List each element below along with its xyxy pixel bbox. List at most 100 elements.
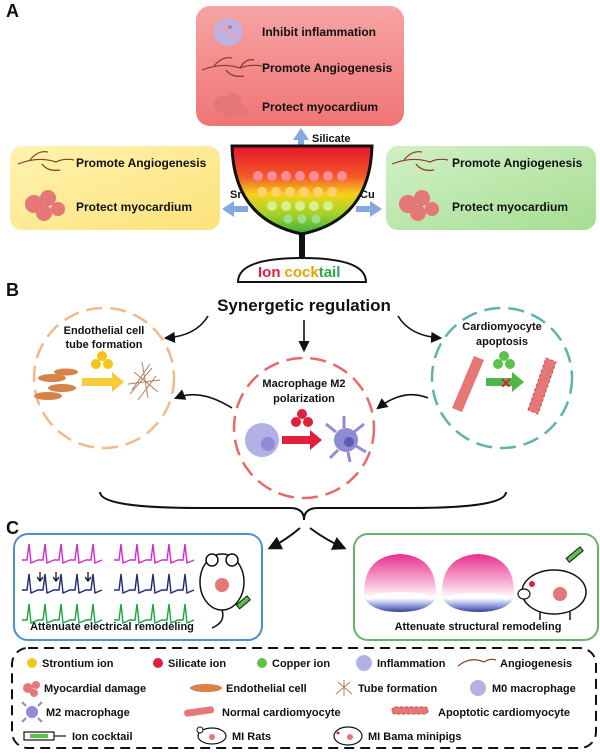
cup-label-ion: Ion: [258, 264, 281, 281]
m0-macrophage-icon: [470, 680, 486, 696]
strontium-ion-swatch: [27, 658, 37, 668]
legend-item: Apoptotic cardiomyocyte: [438, 707, 570, 719]
strontium-effects-box: Promote Angiogenesis Protect myocardium: [10, 146, 220, 230]
merge-bracket: [99, 491, 507, 550]
mi-minipig-icon: [333, 726, 363, 746]
inflammation-icon: [214, 18, 242, 46]
mi-minipig-icon: [517, 546, 587, 620]
ecg-trace-middle: [114, 573, 195, 595]
cardiomyocyte-label-1: Cardiomyocyte: [462, 321, 541, 333]
yellow-arrow: [82, 372, 124, 392]
silicate-ions: [291, 409, 313, 427]
right-item-1: Promote Angiogenesis: [452, 156, 583, 170]
heart-section-2: [441, 554, 515, 612]
copper-effects-box: Promote Angiogenesis Protect myocardium: [386, 146, 596, 230]
cardiomyocyte-label-2: apoptosis: [476, 336, 528, 348]
top-item-2: Promote Angiogenesis: [262, 61, 393, 75]
apoptotic-cardiomyocyte-icon: [391, 706, 429, 715]
right-item-2: Protect myocardium: [452, 200, 568, 214]
left-item-1: Promote Angiogenesis: [76, 156, 207, 170]
tube-formation-icon: [127, 361, 161, 401]
ecg-trace-middle: [22, 573, 103, 595]
legend-item: M0 macrophage: [492, 683, 576, 695]
cup-label-cock: cock: [285, 264, 320, 281]
electrical-remodeling-label: Attenuate electrical remodeling: [30, 621, 194, 633]
legend-item: Strontium ion: [42, 658, 114, 670]
sr-arrow: Sr: [222, 189, 248, 217]
structural-remodeling-label: Attenuate structural remodeling: [395, 621, 562, 633]
endothelial-label-2: tube formation: [66, 339, 143, 351]
silicate-effects-box: Inhibit inflammation Promote Angiogenesi…: [196, 6, 404, 126]
endothelial-label-1: Endothelial cell: [64, 325, 145, 337]
myocardium-icon: [214, 93, 248, 119]
legend-item: M2 macrophage: [46, 707, 130, 719]
legend-item: Copper ion: [272, 658, 330, 670]
synergy-arrows: [163, 315, 443, 410]
myocardium-icon: [399, 190, 439, 221]
legend-item: Angiogenesis: [500, 658, 572, 670]
cardiomyocyte-circle: Cardiomyocyte apoptosis ✕: [430, 306, 574, 450]
myocardial-damage-icon: [23, 681, 40, 697]
ecg-trace-top: [114, 543, 195, 565]
angiogenesis-icon: [391, 151, 449, 171]
heart-section-1: [363, 554, 437, 612]
macrophage-label-2: polarization: [273, 393, 335, 405]
green-arrow: [486, 372, 524, 392]
m2-macrophage-icon: [325, 416, 367, 463]
panel-a-letter: A: [6, 1, 19, 21]
endothelial-cell-icon: [190, 684, 222, 692]
macrophage-label-1: Macrophage M2: [262, 378, 345, 390]
legend-item: Endothelial cell: [226, 683, 307, 695]
angiogenesis-icon: [201, 57, 263, 77]
ecg-trace-bottom: [114, 603, 195, 625]
copper-ions: [493, 351, 515, 369]
left-item-2: Protect myocardium: [76, 200, 192, 214]
legend-item: Normal cardiomyocyte: [222, 707, 341, 719]
structural-remodeling-box: Attenuate structural remodeling: [353, 533, 599, 641]
panel-b-letter: B: [6, 280, 19, 300]
legend-item: Silicate ion: [168, 658, 226, 670]
block-x-icon: ✕: [500, 375, 512, 391]
strontium-ions: [91, 351, 113, 369]
cu-arrow-label: Cu: [360, 189, 375, 201]
silicate-ion-swatch: [153, 658, 163, 668]
cu-arrow: Cu: [356, 189, 382, 217]
apoptotic-cardiomyocyte-icon: [527, 357, 557, 415]
panel-c-letter: C: [6, 518, 19, 538]
endothelial-circle: Endothelial cell tube formation: [32, 306, 176, 450]
legend-item: Ion cocktail: [72, 731, 133, 743]
ion-cocktail-syringe-icon: [23, 731, 66, 741]
tube-formation-icon: [335, 680, 353, 696]
ecg-marker-arrow: [36, 572, 44, 583]
normal-cardiomyocyte-icon: [452, 356, 484, 412]
legend-item: MI Rats: [232, 731, 271, 743]
myocardium-icon: [25, 190, 65, 221]
ion-balls: [253, 171, 347, 224]
ecg-marker-arrow: [52, 572, 60, 583]
cup-label-tail: tail: [319, 264, 341, 281]
endothelial-cell-icon: [34, 368, 78, 400]
legend-item: Tube formation: [358, 683, 438, 695]
m0-macrophage-icon: [245, 423, 279, 457]
ecg-trace-bottom: [22, 603, 103, 625]
normal-cardiomyocyte-icon: [184, 706, 215, 717]
silicate-arrow-label: Silicate: [312, 133, 351, 145]
sr-arrow-label: Sr: [230, 189, 242, 201]
mi-rat-icon: [199, 553, 251, 629]
red-arrow: [282, 430, 322, 450]
angiogenesis-icon: [457, 658, 497, 667]
electrical-remodeling-box: Attenuate electrical remodeling: [13, 533, 263, 641]
angiogenesis-icon: [17, 151, 75, 171]
top-item-1: Inhibit inflammation: [262, 25, 376, 39]
legend-item: Inflammation: [377, 658, 446, 670]
inflammation-icon: [356, 655, 372, 671]
panel-b-title: Synergetic regulation: [217, 296, 391, 315]
mi-rat-icon: [196, 726, 227, 745]
m2-macrophage-icon: [21, 701, 43, 723]
ecg-marker-arrow: [84, 572, 92, 583]
copper-ion-swatch: [257, 658, 267, 668]
ecg-trace-top: [22, 543, 103, 565]
